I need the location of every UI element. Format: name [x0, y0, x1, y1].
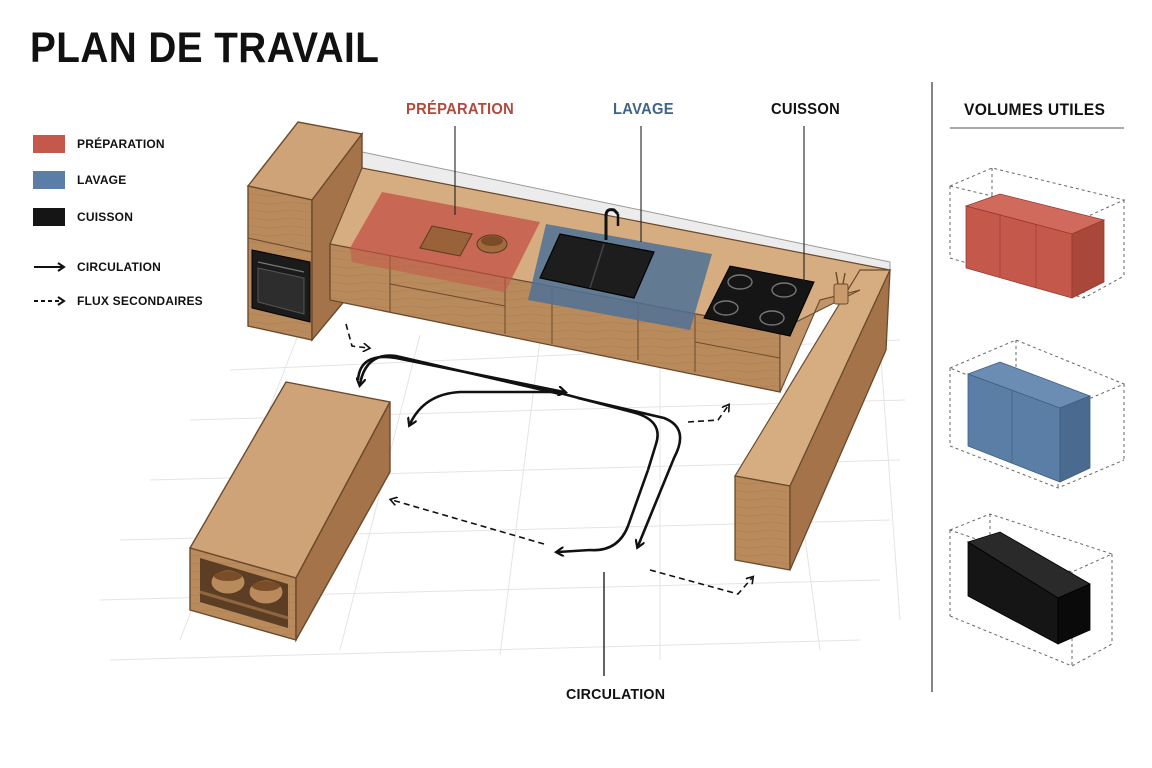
legend-item-lavage: LAVAGE	[33, 170, 126, 190]
secondary-flow-arrow	[687, 406, 728, 423]
legend-label: LAVAGE	[77, 173, 127, 187]
bowl-icon	[248, 579, 284, 605]
lavage-swatch	[33, 171, 65, 189]
dashed-arrow-icon	[34, 296, 66, 306]
legend-label: CUISSON	[77, 210, 134, 224]
secondary-flow-arrow	[649, 569, 752, 595]
circulation-label: CIRCULATION	[566, 686, 666, 703]
cuisson-swatch	[33, 208, 65, 226]
lavage-zone-label: LAVAGE	[613, 101, 674, 118]
lavage-volume	[948, 339, 1126, 489]
secondary-flows	[345, 323, 752, 595]
circulation-arrow	[360, 354, 561, 396]
utensil-holder-icon	[833, 271, 849, 305]
volumes-panel-title: VOLUMES UTILES	[964, 100, 1106, 119]
cuisson-volume	[948, 513, 1114, 667]
legend-label: FLUX SECONDAIRES	[77, 294, 203, 308]
legend-item-preparation: PRÉPARATION	[33, 134, 165, 154]
lavage-zone	[528, 208, 712, 330]
legend-item-circulation: CIRCULATION	[33, 257, 161, 277]
circulation-paths	[356, 354, 682, 676]
cuisson-zone-label: CUISSON	[771, 101, 840, 118]
circulation-arrow	[410, 390, 556, 424]
legend-label: PRÉPARATION	[77, 137, 165, 151]
solid-arrow-icon	[34, 262, 66, 272]
floor-grid	[99, 329, 906, 661]
return-counter	[734, 269, 891, 571]
preparation-zone	[350, 192, 540, 292]
legend-item-cuisson: CUISSON	[33, 207, 133, 227]
secondary-flow-arrow	[392, 500, 545, 545]
legend-item-flux: FLUX SECONDAIRES	[33, 291, 203, 311]
secondary-flow-arrow	[345, 323, 368, 348]
island	[188, 381, 392, 643]
bowl-icon	[210, 569, 246, 595]
circulation-arrow	[555, 390, 659, 471]
legend-label: CIRCULATION	[77, 260, 161, 274]
oven-icon	[251, 249, 311, 323]
cooktop-icon	[713, 274, 797, 326]
preparation-zone-label: PRÉPARATION	[406, 101, 514, 118]
page-title: PLAN DE TRAVAIL	[30, 24, 380, 72]
circulation-arrow	[558, 469, 650, 552]
leader-lines	[454, 126, 805, 282]
circulation-arrow	[356, 355, 564, 392]
preparation-swatch	[33, 135, 65, 153]
circulation-arrow	[577, 396, 682, 546]
preparation-volume	[948, 167, 1126, 299]
